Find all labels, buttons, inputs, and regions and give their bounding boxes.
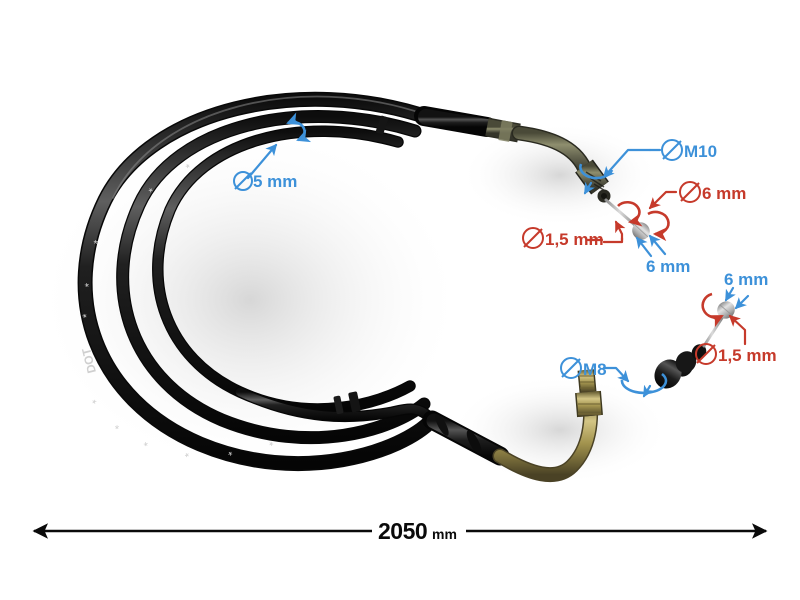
hose-dot-text: DOT [79, 346, 99, 375]
lower-barrel-nipple [717, 301, 735, 319]
lower-inner-wire [702, 316, 724, 348]
hose-printed-markings: DOT * * * * * * * * * * * [79, 162, 274, 459]
upper-barrel-nipple [632, 222, 650, 240]
svg-text:*: * [90, 394, 103, 405]
lower-boot-stack [654, 344, 707, 389]
svg-text:*: * [266, 435, 274, 448]
hose-coil [77, 91, 440, 471]
svg-text:*: * [147, 186, 158, 199]
svg-text:*: * [113, 419, 124, 432]
lower-hose-end [422, 301, 735, 483]
svg-text:*: * [142, 435, 151, 448]
svg-text:*: * [184, 446, 191, 459]
svg-text:*: * [92, 238, 105, 247]
lower-hex-nut [575, 390, 603, 418]
svg-text:*: * [227, 445, 233, 457]
svg-text:*: * [81, 313, 93, 318]
hose-clips [333, 115, 389, 415]
svg-text:*: * [184, 162, 193, 175]
svg-text:*: * [83, 282, 96, 289]
